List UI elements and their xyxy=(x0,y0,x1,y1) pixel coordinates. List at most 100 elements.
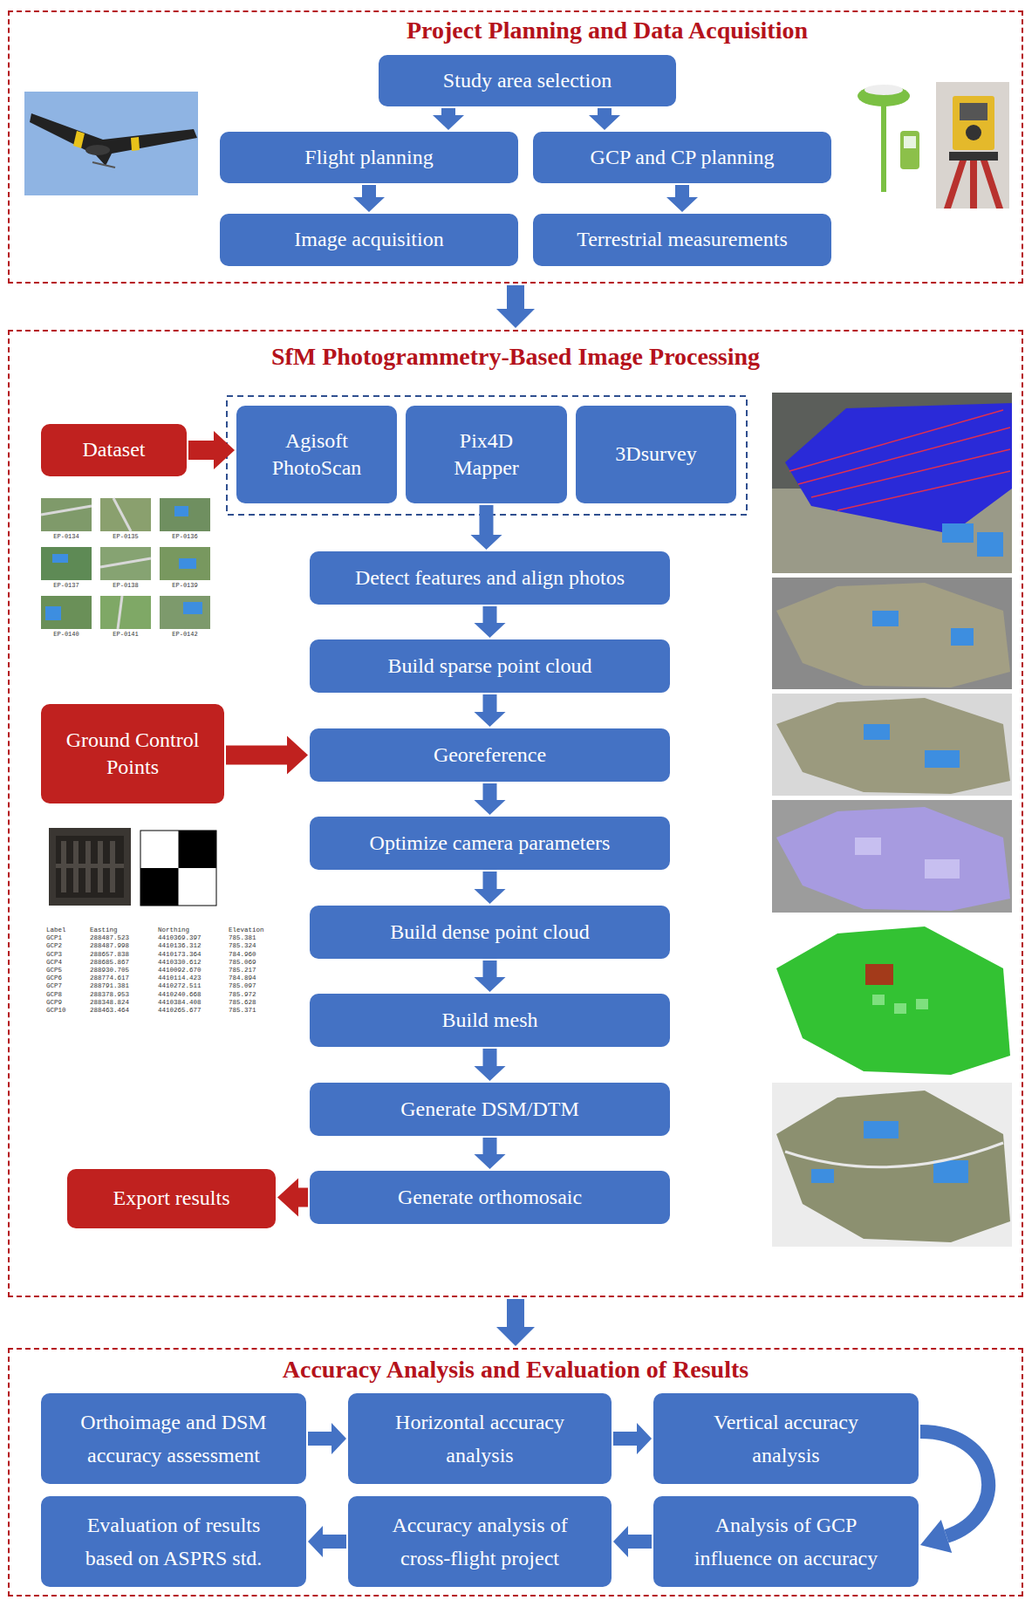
image-filename: EP-0136 xyxy=(159,533,211,541)
table-cell: GCP9 xyxy=(46,998,62,1007)
input-output-box: Export results xyxy=(67,1168,276,1229)
process-box: Flight planning xyxy=(219,131,519,184)
gcp-markers-part xyxy=(55,835,124,898)
processing-screenshots-part xyxy=(933,1160,969,1183)
arrow-shape xyxy=(474,694,506,727)
software-group-frame xyxy=(226,396,747,515)
table-cell: Easting xyxy=(89,926,118,935)
table-cell: 4410240.668 xyxy=(157,990,202,999)
table-cell: 4410265.677 xyxy=(157,1006,202,1015)
drone-photo-part xyxy=(85,144,110,156)
flow-arrow xyxy=(432,108,465,130)
arrow-shape xyxy=(307,1525,347,1558)
box-label: GCP and CP planning xyxy=(590,143,775,171)
arrow-shape xyxy=(496,1298,535,1347)
table-cell: Elevation xyxy=(228,926,265,935)
flow-arrow xyxy=(496,1298,535,1347)
process-box: Build mesh xyxy=(309,993,670,1047)
table-cell: 288487.523 xyxy=(89,934,130,943)
drone-photo-part xyxy=(73,130,85,149)
section-frame: SfM Photogrammetry-Based Image Processin… xyxy=(7,329,1024,1298)
table-cell: GCP4 xyxy=(46,958,62,967)
arrow-shape xyxy=(474,1137,506,1169)
table-cell: GCP2 xyxy=(46,942,62,950)
flow-arrow xyxy=(471,505,503,550)
dataset-thumbnails-part xyxy=(117,595,123,629)
gnss-receiver-part xyxy=(857,85,910,107)
section-title: SfM Photogrammetry-Based Image Processin… xyxy=(9,331,1022,372)
box-label: Study area selection xyxy=(443,67,612,95)
table-cell: GCP5 xyxy=(46,966,62,975)
input-output-box: Ground Control Points xyxy=(41,703,225,804)
processing-screenshots-part xyxy=(863,1120,899,1139)
process-box: Build sparse point cloud xyxy=(309,639,670,693)
table-cell: GCP3 xyxy=(46,950,62,959)
dataset-thumbnails-part xyxy=(41,505,92,515)
processing-screenshots-part xyxy=(772,693,1012,796)
box-label: Vertical accuracy analysis xyxy=(679,1405,893,1473)
box-label: Terrestrial measurements xyxy=(576,225,788,253)
drone-photo xyxy=(24,91,199,196)
flow-arrow xyxy=(225,736,308,775)
processing-screenshots-part xyxy=(776,806,1011,911)
total-station-part xyxy=(952,95,995,151)
flow-arrow xyxy=(588,108,621,130)
processing-screenshots-part xyxy=(811,1168,834,1183)
image-filename: EP-0140 xyxy=(41,630,92,639)
table-cell: 288378.953 xyxy=(89,990,130,999)
arrow-shape xyxy=(277,1178,308,1217)
dataset-thumbnails-part xyxy=(41,546,92,581)
box-label: Generate orthomosaic xyxy=(397,1183,582,1211)
table-cell: 4410330.612 xyxy=(157,958,202,967)
processing-screenshots-part xyxy=(776,926,1011,1075)
table-cell: 785.324 xyxy=(228,942,257,950)
flow-arrow xyxy=(496,285,535,328)
arrow-shape xyxy=(920,1519,952,1553)
total-station-part xyxy=(943,160,967,209)
table-cell: 785.097 xyxy=(228,982,257,991)
flow-arrow xyxy=(474,783,506,815)
table-cell: GCP10 xyxy=(46,1006,67,1015)
section-title: Accuracy Analysis and Evaluation of Resu… xyxy=(9,1349,1022,1385)
gcp-markers-part xyxy=(140,867,179,906)
arrow-shape xyxy=(474,871,506,904)
table-cell: 288487.998 xyxy=(89,942,130,950)
processing-screenshots-part xyxy=(872,994,885,1005)
processing-screenshots-part xyxy=(772,1082,1012,1247)
total-station-part xyxy=(936,82,1010,209)
curved-arrow-shaft xyxy=(920,1431,989,1537)
drone-photo-part xyxy=(24,91,199,196)
total-station-part xyxy=(949,151,998,161)
dataset-thumbnails-part xyxy=(159,595,211,629)
processing-screenshots-part xyxy=(772,799,1012,913)
analysis-box: Vertical accuracy analysis xyxy=(653,1393,919,1484)
processing-screenshots-part xyxy=(772,392,1012,574)
table-cell: 785.069 xyxy=(228,958,257,967)
box-label: Evaluation of results based on ASPRS std… xyxy=(67,1508,281,1576)
arrow-shape xyxy=(588,108,621,130)
image-filename: EP-0134 xyxy=(41,533,92,541)
total-station-part xyxy=(980,160,1004,209)
table-cell: 4410384.408 xyxy=(157,998,202,1007)
total-station-part xyxy=(970,160,978,209)
gnss-receiver-part xyxy=(881,97,887,192)
dataset-thumbnails-part xyxy=(159,546,211,581)
flow-arrow xyxy=(613,1525,652,1558)
analysis-box: Accuracy analysis of cross-flight projec… xyxy=(348,1496,612,1587)
box-label: Agisoft PhotoScan xyxy=(260,427,373,482)
box-label: Build mesh xyxy=(441,1006,538,1034)
arrow-shape xyxy=(666,184,698,212)
process-box: GCP and CP planning xyxy=(533,131,832,184)
arrow-shape xyxy=(188,430,235,470)
processing-screenshots-part xyxy=(776,1090,1011,1243)
gnss-receiver-part xyxy=(900,130,920,170)
flow-arrow xyxy=(307,1525,347,1558)
dataset-thumbnails-part xyxy=(41,595,92,629)
box-label: Horizontal accuracy analysis xyxy=(374,1405,586,1473)
box-label: Dataset xyxy=(82,436,146,464)
dataset-thumbnails-part xyxy=(52,553,69,563)
image-filename: EP-0139 xyxy=(159,581,211,590)
image-filename: EP-0141 xyxy=(100,630,151,639)
processing-screenshots-part xyxy=(772,915,1012,1080)
